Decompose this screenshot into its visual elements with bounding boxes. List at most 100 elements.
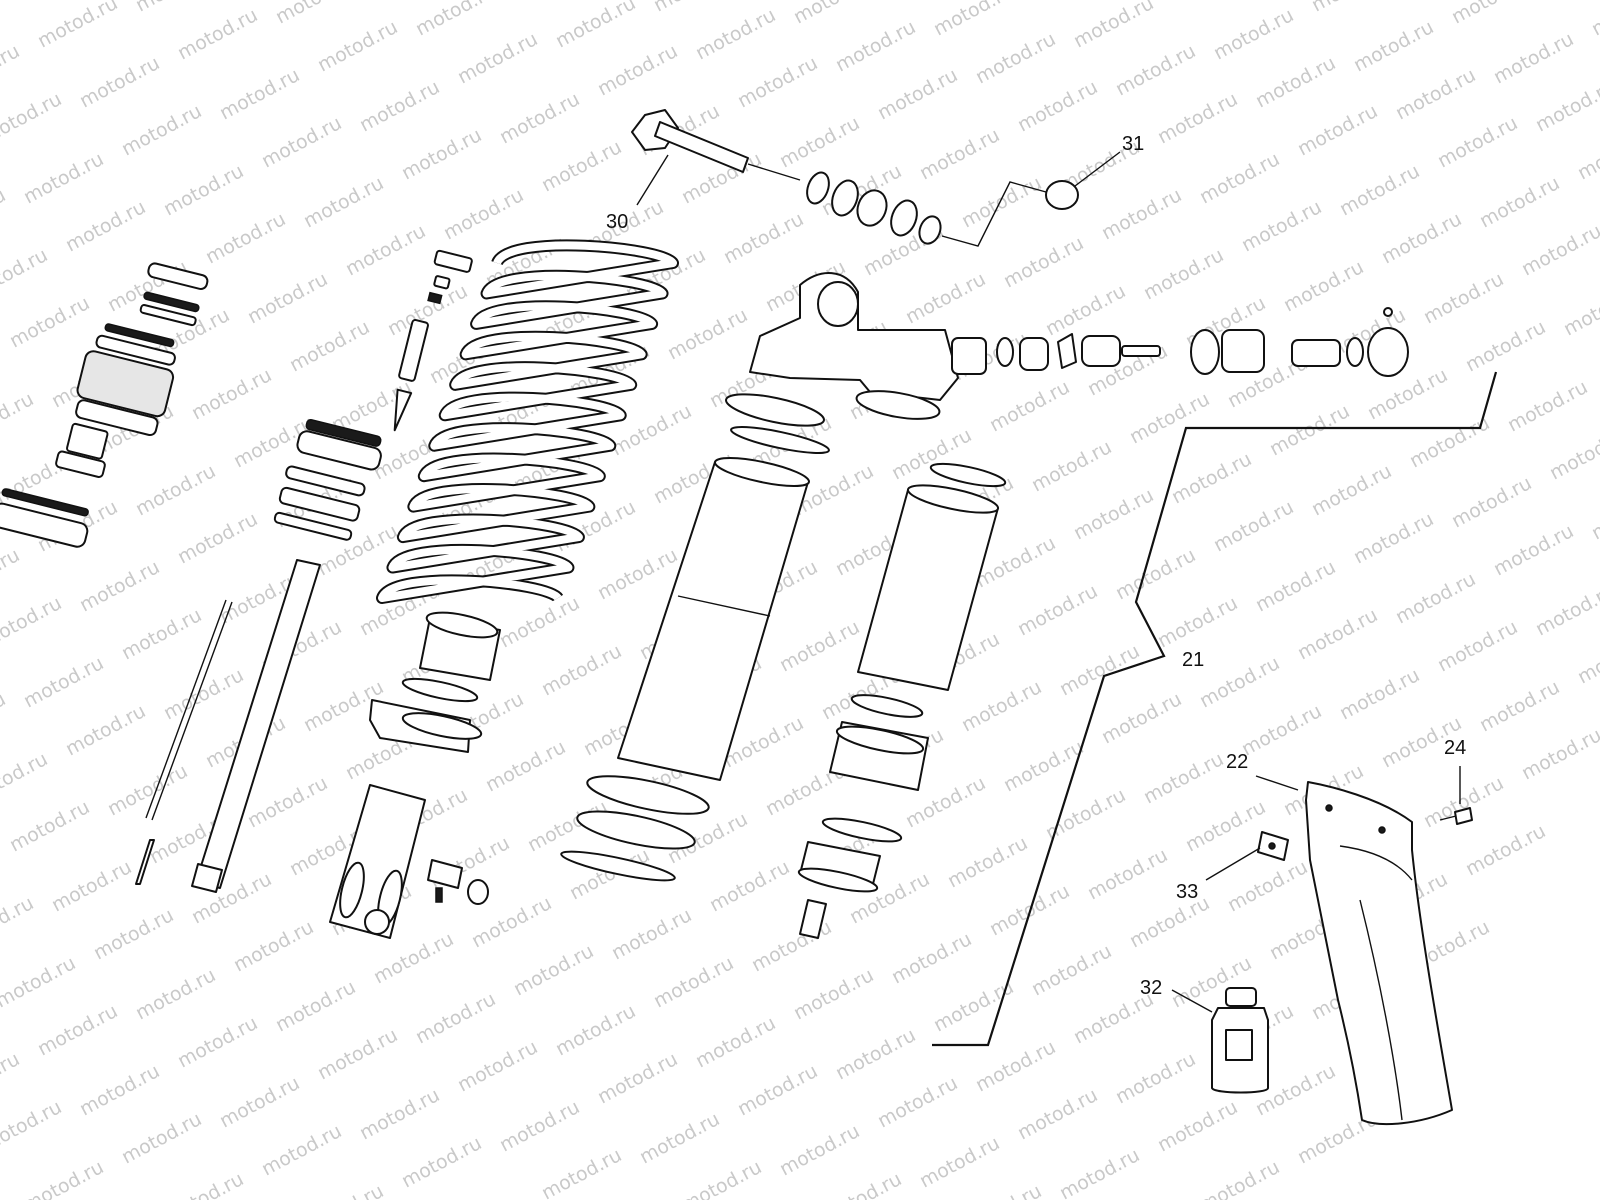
watermark-text: motod.ru (286, 316, 373, 376)
callout-labels: 30 31 21 22 24 33 32 (606, 133, 1466, 999)
watermark-text: motod.ru (20, 652, 107, 712)
watermark-text: motod.ru (216, 1072, 303, 1132)
watermark-text: motod.ru (1028, 940, 1115, 1000)
watermark-text: motod.ru (650, 952, 737, 1012)
watermark-text: motod.ru (818, 1168, 905, 1200)
watermark-text: motod.ru (398, 1132, 485, 1192)
watermark-text: motod.ru (552, 0, 639, 52)
watermark-text: motod.ru (1182, 796, 1269, 856)
watermark-text: motod.ru (0, 0, 79, 4)
watermark-text: motod.ru (1518, 220, 1600, 280)
watermark-text: motod.ru (1126, 388, 1213, 448)
watermark-text: motod.ru (1154, 88, 1241, 148)
watermark-text: motod.ru (636, 1108, 723, 1168)
watermark-text: motod.ru (552, 1000, 639, 1060)
watermark-text: motod.ru (958, 676, 1045, 736)
watermark-text: motod.ru (1574, 124, 1600, 184)
watermark-text: motod.ru (1490, 520, 1577, 580)
watermark-text: motod.ru (118, 604, 205, 664)
watermark-text: motod.ru (1000, 736, 1087, 796)
watermark-text: motod.ru (0, 748, 51, 808)
watermark-text: motod.ru (20, 1156, 107, 1200)
watermark-text: motod.ru (1028, 436, 1115, 496)
watermark-text: motod.ru (1056, 1144, 1143, 1200)
watermark-text: motod.ru (230, 916, 317, 976)
watermark-text: motod.ru (1168, 448, 1255, 508)
watermark-text: motod.ru (62, 700, 149, 760)
watermark-text: motod.ru (0, 1096, 65, 1156)
callout-30: 30 (606, 211, 628, 233)
watermark-text: motod.ru (1224, 856, 1311, 916)
watermark-text: motod.ru (342, 220, 429, 280)
spring-coil-fill (378, 241, 677, 602)
watermark-text: motod.ru (1000, 232, 1087, 292)
watermark-text: motod.ru (1126, 892, 1213, 952)
watermark-text: motod.ru (1098, 184, 1185, 244)
watermark-text: motod.ru (48, 856, 135, 916)
watermark-text: motod.ru (160, 160, 247, 220)
watermark-text: motod.ru (1280, 256, 1367, 316)
watermark-text: motod.ru (0, 952, 79, 1012)
watermark-text: motod.ru (118, 100, 205, 160)
coil-spring (376, 239, 679, 604)
watermark-text: motod.ru (398, 124, 485, 184)
watermark-text: motod.ru (1266, 400, 1353, 460)
watermark-text: motod.ru (1406, 412, 1493, 472)
watermark-text: motod.ru (454, 28, 541, 88)
watermark-text: motod.ru (1588, 0, 1600, 40)
watermark-text: motod.ru (1294, 604, 1381, 664)
callout-31: 31 (1122, 133, 1144, 155)
watermark-text: motod.ru (174, 508, 261, 568)
watermark-text: motod.ru (132, 460, 219, 520)
watermark-text: motod.ru (20, 148, 107, 208)
watermark-text: motod.ru (972, 28, 1059, 88)
watermark-text: motod.ru (1196, 148, 1283, 208)
watermark-text: motod.ru (930, 0, 1017, 40)
watermark-text: motod.ru (1532, 580, 1600, 640)
watermark-text: motod.ru (1238, 196, 1325, 256)
watermark-text: motod.ru (874, 64, 961, 124)
watermark-text: motod.ru (1476, 676, 1563, 736)
watermark-text: motod.ru (34, 1000, 121, 1060)
watermark-text: motod.ru (384, 280, 471, 340)
watermark-text: motod.ru (916, 1132, 1003, 1192)
watermark-text: motod.ru (538, 136, 625, 196)
watermark-text: motod.ru (734, 1060, 821, 1120)
watermark-text: motod.ru (1294, 100, 1381, 160)
watermark-text: motod.ru (510, 0, 597, 4)
watermark-text: motod.ru (0, 892, 37, 952)
watermark-text: motod.ru (958, 172, 1045, 232)
watermark-text: motod.ru (300, 1180, 387, 1200)
watermark-text: motod.ru (1168, 0, 1255, 4)
watermark-text: motod.ru (902, 268, 989, 328)
watermark-text: motod.ru (132, 964, 219, 1024)
watermark-text: motod.ru (174, 1012, 261, 1072)
watermark-text: motod.ru (1504, 376, 1591, 436)
watermark-text: motod.ru (874, 1072, 961, 1132)
watermark-text: motod.ru (594, 1048, 681, 1108)
watermark-text: motod.ru (272, 976, 359, 1036)
watermark-text: motod.ru (650, 0, 737, 16)
watermark-text: motod.ru (986, 376, 1073, 436)
watermark-text: motod.ru (776, 112, 863, 172)
callout-22: 22 (1226, 751, 1248, 773)
watermark-text: motod.ru (6, 796, 93, 856)
watermark-text: motod.ru (1070, 0, 1157, 52)
watermark-text: motod.ru (958, 1180, 1045, 1200)
callout-33: 33 (1176, 881, 1198, 903)
needle-valve-stack (273, 249, 473, 541)
watermark-text: motod.ru (1014, 1084, 1101, 1144)
watermark-text: motod.ru (1392, 568, 1479, 628)
watermark-text: motod.ru (1574, 628, 1600, 688)
lower-clevis (329, 784, 489, 939)
watermark-text: motod.ru (678, 1156, 765, 1200)
watermark-text: motod.ru (1462, 820, 1549, 880)
watermark-text: motod.ru (496, 88, 583, 148)
watermark-text: motod.ru (412, 988, 499, 1048)
watermark-text: motod.ru (1042, 280, 1129, 340)
watermark-text: motod.ru (1448, 0, 1535, 28)
watermark-text: motod.ru (930, 976, 1017, 1036)
watermark-text: motod.ru (454, 1036, 541, 1096)
watermark-text: motod.ru (1154, 592, 1241, 652)
